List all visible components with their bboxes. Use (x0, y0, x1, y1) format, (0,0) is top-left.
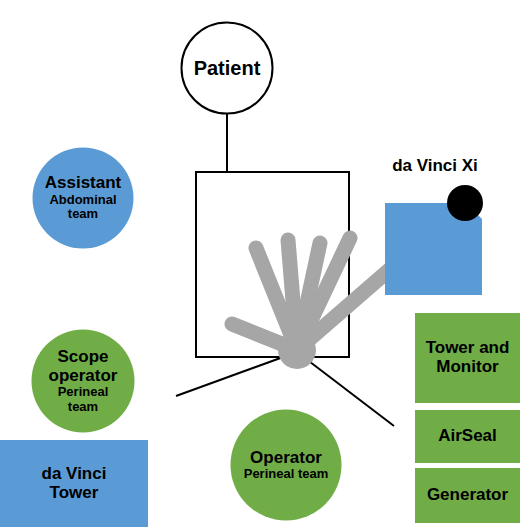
equipment-box: AirSeal (415, 410, 520, 463)
node-title: Patient (194, 57, 261, 79)
robot-cart: da Vinci Xi (382, 155, 488, 297)
team-circle: Scope operatorPerineal team (30, 328, 136, 434)
node-title: Operator (250, 449, 322, 468)
robot-cart-outline (382, 155, 488, 297)
robot-hub (278, 331, 316, 369)
node-subtitle: Perineal team (43, 385, 123, 414)
node-title: da Vinci Tower (19, 465, 129, 502)
node-subtitle: Perineal team (244, 467, 329, 481)
equipment-box: Generator (415, 468, 520, 523)
equipment-box: da Vinci Tower (0, 440, 148, 527)
node-title: Generator (427, 486, 508, 505)
patient-leg (297, 352, 394, 426)
patient-circle: Patient (180, 21, 274, 115)
patient-neck (226, 114, 228, 172)
node-title: Tower and Monitor (420, 339, 515, 376)
node-title: da Vinci Xi (392, 157, 478, 176)
equipment-box: Tower and Monitor (415, 313, 520, 403)
node-title: Assistant (45, 174, 122, 193)
node-title: AirSeal (438, 427, 497, 446)
team-circle: OperatorPerineal team (229, 408, 343, 522)
patient-leg (176, 352, 297, 396)
node-title: Scope operator (43, 348, 123, 385)
node-subtitle: Abdominal team (40, 193, 126, 222)
team-circle: AssistantAbdominal team (31, 146, 135, 250)
